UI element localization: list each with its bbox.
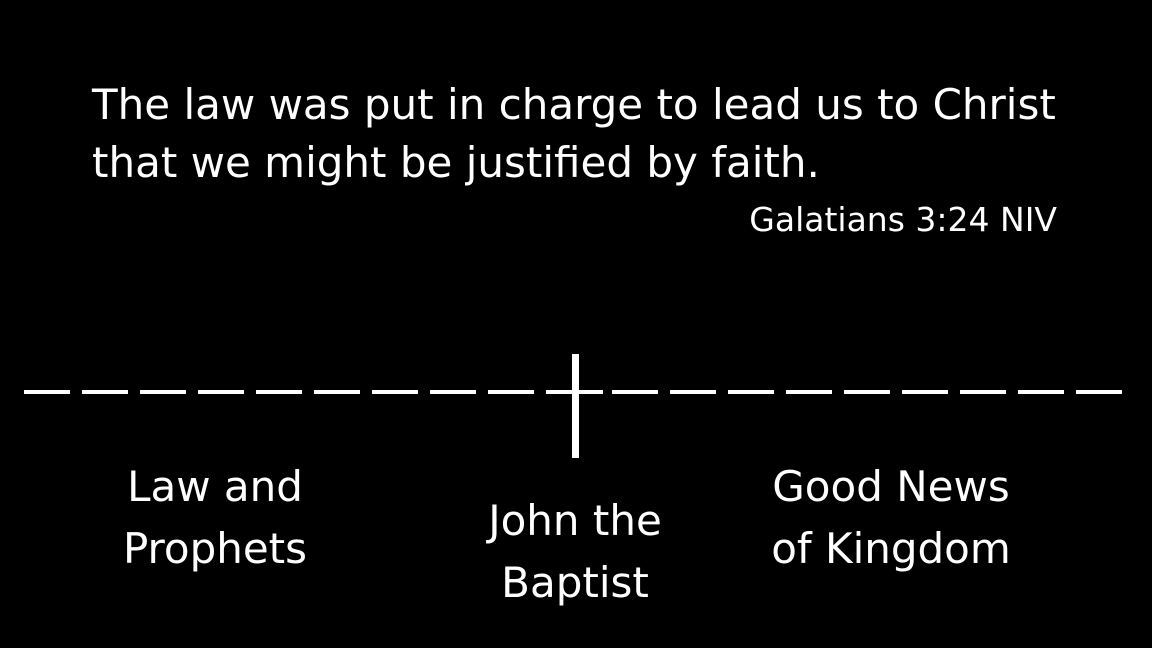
cross-vertical <box>572 354 579 458</box>
label-left-line-2: Prophets <box>122 524 308 573</box>
timeline <box>24 354 1122 458</box>
verse-quote: The law was put in charge to lead us to … <box>92 76 1092 192</box>
timeline-dash <box>430 390 476 394</box>
timeline-dash <box>960 390 1006 394</box>
timeline-dash <box>82 390 128 394</box>
label-law-and-prophets: Law and Prophets <box>90 456 340 580</box>
label-john-the-baptist: John the Baptist <box>450 490 700 614</box>
label-right-line-2: of Kingdom <box>771 524 1011 573</box>
timeline-dash <box>1018 390 1064 394</box>
timeline-dash <box>670 390 716 394</box>
timeline-dash <box>546 390 574 394</box>
timeline-dash <box>1076 390 1122 394</box>
timeline-dash <box>786 390 832 394</box>
label-left-line-1: Law and <box>127 462 303 511</box>
label-good-news-of-kingdom: Good News of Kingdom <box>766 456 1016 580</box>
timeline-dash <box>314 390 360 394</box>
verse-reference: Galatians 3:24 NIV <box>749 200 1057 239</box>
verse-line-2: that we might be justified by faith. <box>92 138 820 187</box>
timeline-dash <box>612 390 658 394</box>
label-center-line-2: Baptist <box>501 558 649 607</box>
timeline-dash <box>372 390 418 394</box>
label-center-line-1: John the <box>488 496 662 545</box>
timeline-dash <box>579 390 603 394</box>
timeline-dashes-right <box>579 390 1122 394</box>
label-right-line-1: Good News <box>772 462 1010 511</box>
timeline-dash <box>140 390 186 394</box>
timeline-dash <box>902 390 948 394</box>
timeline-dash <box>256 390 302 394</box>
timeline-dash <box>844 390 890 394</box>
timeline-dash <box>728 390 774 394</box>
timeline-dash <box>24 390 70 394</box>
timeline-dashes-left <box>24 390 574 394</box>
timeline-dash <box>488 390 534 394</box>
timeline-dash <box>198 390 244 394</box>
verse-line-1: The law was put in charge to lead us to … <box>92 80 1056 129</box>
